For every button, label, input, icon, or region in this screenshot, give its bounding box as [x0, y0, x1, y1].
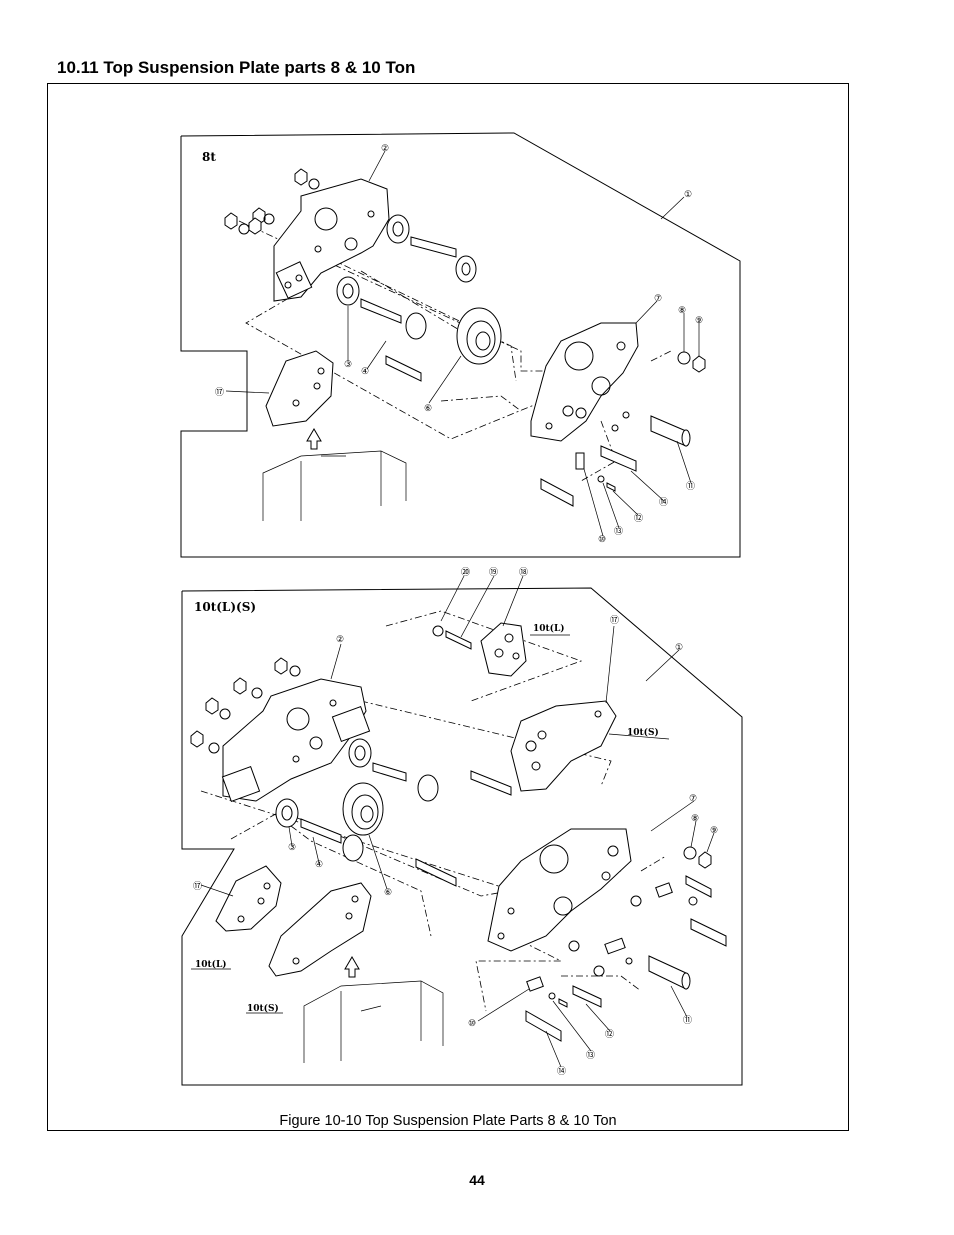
callout-8t-8: ⑧: [678, 306, 686, 316]
callout-10t-14: ⑭: [557, 1066, 566, 1077]
callout-10t-3: ③: [288, 843, 296, 853]
diagram-10t: 10t(L)(S): [181, 567, 743, 1086]
page-title: 10.11 Top Suspension Plate parts 8 & 10 …: [57, 58, 416, 77]
callout-10t-6: ⑥: [384, 888, 392, 898]
callout-10t-11: ⑪: [683, 1015, 692, 1026]
callout-10t-8: ⑧: [691, 814, 699, 824]
callout-10t-12: ⑫: [605, 1029, 614, 1040]
nuts-10t: [190, 657, 301, 754]
callout-8t-12: ⑫: [634, 513, 643, 524]
variant-10tL: 10t(L): [195, 959, 227, 970]
figure-caption: Figure 10-10 Top Suspension Plate Parts …: [279, 1113, 617, 1129]
callout-10t-9: ⑨: [710, 826, 718, 836]
nuts-8t: [224, 168, 320, 235]
variant-10tS-top: 10t(S): [627, 727, 659, 738]
variant-10tL-top: 10t(L): [533, 623, 565, 634]
callout-8t-2: ②: [381, 144, 389, 154]
label-8t: 8t: [202, 150, 216, 164]
page-number: 44: [469, 1172, 485, 1188]
callouts-8t: ② ① ③ ④ ⑥ ⑦ ⑧ ⑨ ⑰ ⑪ ⑭ ⑫ ⑬ ⑩: [215, 144, 703, 545]
callout-10t-17-top: ⑰: [610, 615, 619, 626]
callout-8t-9: ⑨: [695, 316, 703, 326]
variant-10tS: 10t(S): [247, 1003, 279, 1014]
callout-10t-13: ⑬: [586, 1050, 595, 1061]
callout-8t-7: ⑦: [654, 294, 662, 304]
callout-8t-13: ⑬: [614, 526, 623, 537]
callout-10t-20: ⑳: [461, 567, 470, 578]
leader-lines-8t: [225, 150, 700, 537]
callout-8t-3: ③: [344, 360, 352, 370]
callout-8t-4: ④: [361, 367, 369, 377]
callout-10t-1: ①: [675, 643, 683, 653]
callout-10t-4: ④: [315, 860, 323, 870]
diagram-8t: 8t: [180, 132, 741, 558]
leader-lines-10t: [191, 575, 715, 1068]
exploded-parts-diagram: .o { fill: none; stroke: #000; stroke-wi…: [180, 132, 743, 1086]
callout-8t-14: ⑭: [659, 497, 668, 508]
callout-8t-1: ①: [684, 190, 692, 200]
callout-10t-10: ⑩: [468, 1019, 476, 1029]
callout-10t-2: ②: [336, 635, 344, 645]
callout-10t-18: ⑱: [519, 567, 528, 578]
callout-8t-17: ⑰: [215, 387, 224, 398]
callout-8t-6: ⑥: [424, 404, 432, 414]
label-10t: 10t(L)(S): [194, 600, 256, 614]
callouts-10t: ⑳ ⑲ ⑱ 10t(L) ⑰ ① ② 10t(S) ③ ④ ⑥ ⑦ ⑧ ⑨ ⑰ …: [193, 567, 718, 1077]
callout-8t-11: ⑪: [686, 481, 695, 492]
callout-10t-19: ⑲: [489, 567, 498, 578]
callout-8t-10: ⑩: [598, 535, 606, 545]
callout-10t-7: ⑦: [689, 794, 697, 804]
callout-10t-17: ⑰: [193, 881, 202, 892]
figure-frame: .o { fill: none; stroke: #000; stroke-wi…: [47, 83, 849, 1131]
